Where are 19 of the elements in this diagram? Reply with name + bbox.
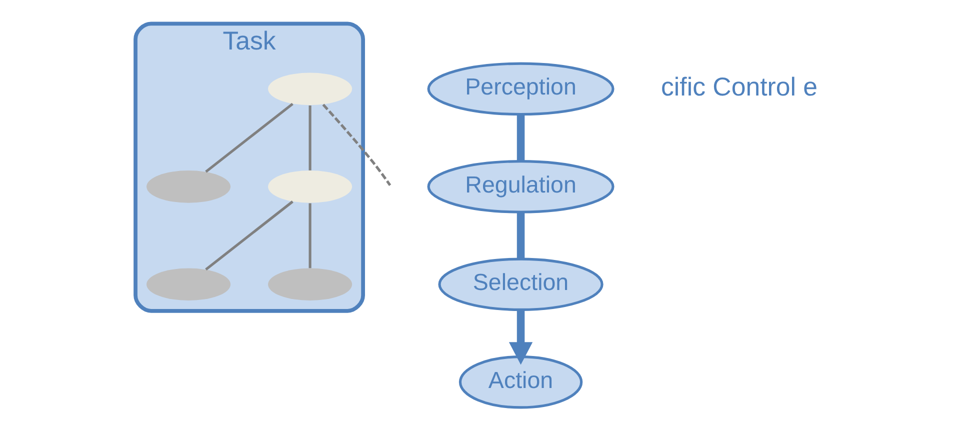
node-ellipse xyxy=(268,170,352,203)
node-ellipse xyxy=(268,72,352,106)
node-ellipse: Action xyxy=(458,355,583,409)
connector xyxy=(516,212,525,259)
node-ellipse: Perception xyxy=(427,62,614,116)
label: cific Control e xyxy=(660,73,818,102)
connector xyxy=(308,106,312,170)
node-ellipse xyxy=(268,268,352,301)
node-ellipse xyxy=(146,268,231,301)
connector xyxy=(308,203,312,268)
arrow xyxy=(508,310,533,365)
connector xyxy=(322,104,392,186)
node-ellipse: Selection xyxy=(438,258,604,312)
node-ellipse: Regulation xyxy=(427,160,614,214)
connector xyxy=(205,200,294,270)
connector xyxy=(516,114,525,161)
cluster: Task xyxy=(134,22,365,313)
connector xyxy=(205,102,294,173)
node-ellipse xyxy=(146,170,231,203)
